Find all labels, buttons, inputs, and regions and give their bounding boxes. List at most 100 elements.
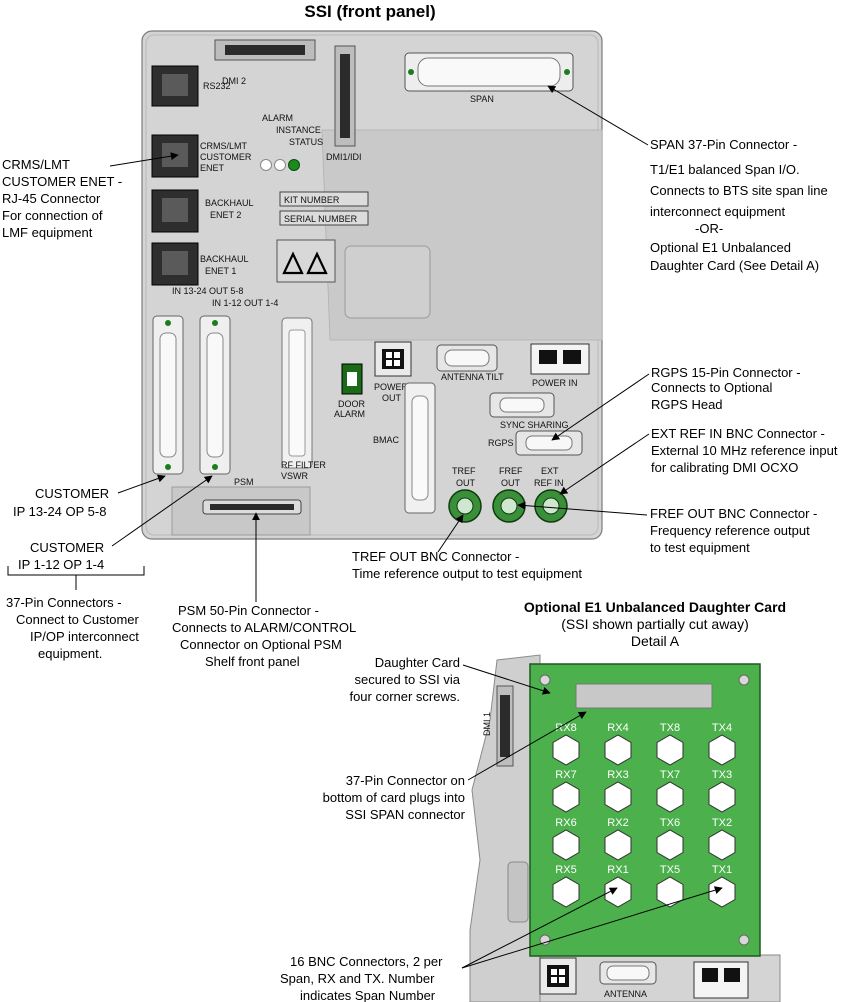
tref-out-bnc[interactable] (448, 489, 482, 523)
bnc-tx3[interactable]: TX3 (708, 769, 736, 813)
serial-number-box (279, 210, 369, 226)
bnc-rx5-hex[interactable] (552, 876, 580, 908)
sync-sharing-label: SYNC SHARING (500, 420, 569, 430)
power-in-connector[interactable] (530, 343, 590, 375)
bnc-rx3[interactable]: RX3 (604, 769, 632, 813)
customer1-line-1: CUSTOMER (30, 540, 104, 555)
bnc-rx4[interactable]: RX4 (604, 722, 632, 766)
rs232-port[interactable] (151, 65, 199, 107)
power-in-label: POWER IN (532, 378, 578, 388)
bnc-rx2-hex[interactable] (604, 829, 632, 861)
antenna-tilt-connector[interactable] (436, 344, 498, 372)
bnc-tx8[interactable]: TX8 (656, 722, 684, 766)
status-label: STATUS (289, 137, 323, 147)
power-out-connector[interactable] (374, 341, 412, 377)
psm50-line-4: Shelf front panel (205, 654, 300, 669)
extref-leader (559, 433, 650, 495)
bnc-tx2-hex[interactable] (708, 829, 736, 861)
pin37b-callout: 37-Pin Connector on bottom of card plugs… (323, 773, 466, 822)
daughter-line-2: secured to SSI via (355, 672, 461, 687)
span-connector[interactable] (404, 52, 574, 92)
detail-label: Detail A (631, 633, 680, 649)
extref-line-3: for calibrating DMI OCXO (651, 460, 798, 475)
bnc-rx1-hex[interactable] (604, 876, 632, 908)
daughter-line-1: Daughter Card (375, 655, 460, 670)
bnc-rx3-hex[interactable] (604, 781, 632, 813)
span-line-1: SPAN 37-Pin Connector - (650, 137, 797, 152)
bnc-tx2[interactable]: TX2 (708, 817, 736, 861)
bnc-rx4-hex[interactable] (604, 734, 632, 766)
bnc-rx6[interactable]: RX6 (552, 817, 580, 861)
daughter-leader (462, 664, 551, 695)
bnc-tx6[interactable]: TX6 (656, 817, 684, 861)
span-line-3: Connects to BTS site span line (650, 183, 828, 198)
bnc-tx3-hex[interactable] (708, 781, 736, 813)
crms-callout: CRMS/LMT CUSTOMER ENET - RJ-45 Connector… (2, 157, 122, 240)
bnc-rx1[interactable]: RX1 (604, 864, 632, 908)
bnc-rx8[interactable]: RX8 (552, 722, 580, 766)
bnc-rx5[interactable]: RX5 (552, 864, 580, 908)
crms-lmt-port[interactable] (151, 134, 199, 178)
fref-out-bnc[interactable] (492, 489, 526, 523)
bnc-tx6-hex[interactable] (656, 829, 684, 861)
alarm-led (260, 159, 272, 171)
customer1-callout: CUSTOMER IP 1-12 OP 1-4 (18, 540, 104, 572)
bnc-tx7-label: TX7 (660, 769, 680, 781)
ext-ref-in-bnc[interactable] (534, 489, 568, 523)
span-line-2: T1/E1 balanced Span I/O. (650, 162, 800, 177)
bnc-tx7-hex[interactable] (656, 781, 684, 813)
bnc-tx5[interactable]: TX5 (656, 864, 684, 908)
dmi2-connector[interactable] (214, 39, 316, 61)
pin37-line-2: Connect to Customer (16, 612, 140, 627)
backhaul-enet2-port[interactable] (151, 189, 199, 233)
extref-line-2: External 10 MHz reference input (651, 443, 838, 458)
dmi1-idi-connector[interactable] (334, 45, 356, 147)
psm50-callout: PSM 50-Pin Connector - Connects to ALARM… (172, 603, 356, 669)
bnc-rx7[interactable]: RX7 (552, 769, 580, 813)
fref-leader (517, 501, 648, 516)
customer-ip13-connector[interactable] (152, 315, 184, 475)
bnc16-line-1: 16 BNC Connectors, 2 per (290, 954, 443, 969)
rgps-line-2: Connects to Optional (651, 380, 773, 395)
door-alarm-connector[interactable] (341, 363, 363, 395)
bnc-tx7[interactable]: TX7 (656, 769, 684, 813)
bnc-tx4-hex[interactable] (708, 734, 736, 766)
tref-label-2: OUT (456, 478, 476, 488)
bnc-tx1[interactable]: TX1 (708, 864, 736, 908)
span-line-7: Daughter Card (See Detail A) (650, 258, 819, 273)
tref-label-1: TREF (452, 466, 476, 476)
bnc-rx8-hex[interactable] (552, 734, 580, 766)
sync-sharing-connector[interactable] (489, 392, 555, 418)
crms-label-1: CRMS/LMT (200, 141, 248, 151)
psm-connector[interactable] (202, 499, 302, 515)
pin37-line-4: equipment. (38, 646, 102, 661)
bnc-rx7-hex[interactable] (552, 781, 580, 813)
rf-filter-label-2: VSWR (281, 471, 309, 481)
rgps-label: RGPS (488, 438, 514, 448)
bnc-rx2[interactable]: RX2 (604, 817, 632, 861)
rf-filter-connector[interactable] (281, 317, 313, 469)
in13-label: IN 13-24 OUT 5-8 (172, 286, 243, 296)
bmac-label: BMAC (373, 435, 400, 445)
bnc16-line-3: indicates Span Number (300, 988, 436, 1002)
antenna-tilt-label: ANTENNA TILT (441, 372, 504, 382)
tref-line-2: Time reference output to test equipment (352, 566, 582, 581)
rgps-line-1: RGPS 15-Pin Connector - (651, 365, 801, 380)
door-alarm-label-2: ALARM (334, 409, 365, 419)
crms-label-2: CUSTOMER (200, 152, 252, 162)
backhaul-enet1-port[interactable] (151, 242, 199, 286)
backhaul2-label-2: ENET 2 (210, 210, 241, 220)
bnc-tx4[interactable]: TX4 (708, 722, 736, 766)
rgps-connector[interactable] (515, 430, 583, 456)
bnc-tx8-hex[interactable] (656, 734, 684, 766)
bnc16-line-2: Span, RX and TX. Number (280, 971, 435, 986)
customer-ip1-connector[interactable] (199, 315, 231, 475)
bmac-connector[interactable] (404, 382, 436, 514)
customer1-line-2: IP 1-12 OP 1-4 (18, 557, 104, 572)
span-label: SPAN (470, 94, 494, 104)
bnc-rx6-hex[interactable] (552, 829, 580, 861)
pin37b-line-1: 37-Pin Connector on (346, 773, 465, 788)
bnc-tx5-hex[interactable] (656, 876, 684, 908)
bnc16-leader-rx1 (461, 887, 618, 969)
